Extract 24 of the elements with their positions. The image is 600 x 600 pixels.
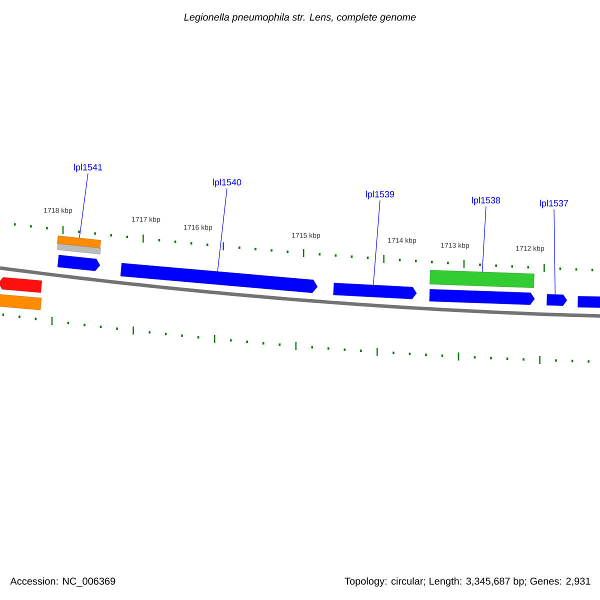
gene-feature [333, 282, 417, 300]
gene-feature [0, 294, 42, 310]
gene-label: lpl1538 [472, 196, 500, 206]
gene-feature [429, 289, 535, 305]
gene-feature [578, 296, 600, 308]
title: Legionella pneumophila str. Lens, complete genome [184, 13, 416, 23]
gene-feature [57, 236, 101, 248]
leader-line [79, 173, 88, 238]
genome-info-text: Topology: circular; Length: 3,345,687 bp; Genes: 2,931 [344, 577, 590, 587]
gene-feature [57, 254, 100, 272]
gene-label: lpl1539 [366, 190, 394, 200]
gene-label: lpl1541 [74, 164, 102, 172]
gene-label: lpl1537 [540, 200, 568, 208]
gene-feature [430, 270, 534, 288]
gene-feature [120, 262, 318, 293]
gene-feature [57, 244, 101, 254]
leader-line [373, 200, 380, 286]
gene-feature [0, 277, 42, 293]
gene-feature [546, 294, 568, 306]
leader-line [554, 209, 556, 295]
leader-line [217, 188, 228, 272]
accession-text: Accession: NC_006369 [10, 577, 116, 587]
leader-line [482, 206, 486, 272]
gene-label: lpl1540 [213, 178, 242, 188]
